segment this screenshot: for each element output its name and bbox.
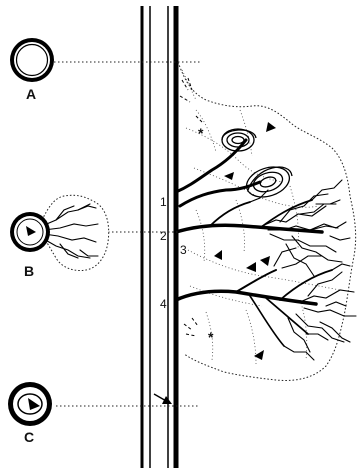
label-c: C: [24, 429, 34, 445]
branch-number-2: 2: [160, 229, 167, 243]
arrowhead-5: [260, 256, 270, 266]
arrowhead-3: [214, 250, 222, 260]
asterisk-lower: *: [208, 329, 214, 345]
label-b: B: [24, 263, 34, 279]
branch-number-4: 4: [160, 297, 167, 311]
label-a: A: [26, 86, 36, 102]
arrowhead-4: [246, 262, 256, 272]
cross-section-a: [10, 38, 54, 82]
lobule-outline: [178, 62, 356, 380]
cross-section-b-lobule: [42, 195, 109, 270]
branch-number-3: 3: [180, 243, 187, 257]
main-vessel: [142, 6, 176, 468]
spiral-gland-middle: [243, 162, 293, 202]
arrow-pointer: [154, 394, 172, 404]
lobule-septa: [182, 70, 340, 364]
arrowhead-6: [254, 350, 264, 360]
ducts: [176, 140, 332, 346]
cross-section-c: [8, 382, 52, 426]
asterisk-upper: *: [198, 125, 204, 141]
cross-section-b: [10, 195, 109, 270]
branch-number-1: 1: [160, 195, 167, 209]
arrowhead-1: [266, 122, 276, 132]
arrowhead-2: [224, 172, 234, 180]
arrowheads: [214, 122, 276, 360]
